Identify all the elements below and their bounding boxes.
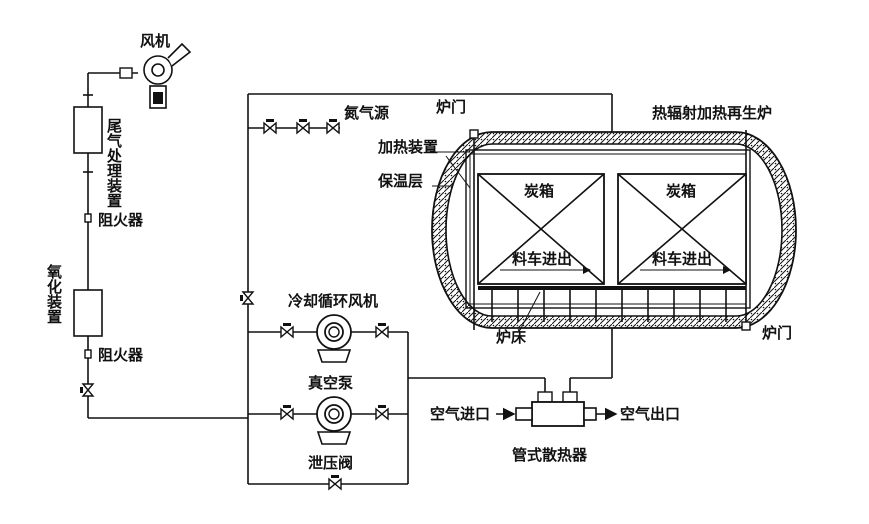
- cooling-fan-label: 冷却循环风机: [288, 292, 378, 310]
- furnace-door-top-icon: [469, 129, 479, 139]
- cart-left-label: 料车进出: [512, 250, 572, 268]
- flame-arrester-top-label: 阻火器: [98, 211, 144, 229]
- left-chain: [73, 67, 248, 419]
- flame-arrester-bottom-label: 阻火器: [98, 346, 144, 364]
- furnace-bed-legs: [491, 290, 727, 322]
- heat-exchanger-label: 管式散热器: [512, 446, 588, 464]
- furnace-door-bottom-icon: [741, 321, 751, 331]
- furnace-bed: [478, 286, 746, 290]
- vacuum-pump-icon: [316, 396, 352, 445]
- vacuum-pump-label: 真空泵: [308, 374, 353, 392]
- furnace-title: 热辐射加热再生炉: [652, 104, 772, 122]
- tail-gas-label: 尾气处理装置: [105, 118, 123, 208]
- cooling-fan-icon: [316, 314, 352, 363]
- fan-inlet-valve-icon: [119, 67, 133, 79]
- air-in-label: 空气进口: [430, 405, 490, 423]
- oxidation-box: [73, 289, 103, 337]
- furnace-door-top-label: 炉门: [436, 98, 466, 116]
- valve-icon: [79, 383, 94, 397]
- air-out-label: 空气出口: [620, 405, 680, 423]
- furnace-door-bottom-label: 炉门: [762, 324, 792, 342]
- oxidation-label: 氧化装置: [45, 263, 63, 324]
- flame-arrester-bottom-icon: [84, 349, 92, 359]
- carbon-box-left-label: 炭箱: [524, 182, 554, 200]
- tail-gas-box: [73, 106, 103, 154]
- heater-label: 加热装置: [377, 138, 438, 156]
- flame-arrester-top-icon: [84, 213, 92, 223]
- cart-right-label: 料车进出: [652, 250, 712, 268]
- fan-label: 风机: [140, 32, 170, 50]
- fan-icon: [143, 42, 192, 109]
- furnace: [430, 129, 797, 331]
- furnace-bed-label: 炉床: [496, 328, 527, 346]
- insulation-label: 保温层: [377, 172, 423, 190]
- heat-exchanger-icon: [496, 391, 618, 427]
- nitrogen-label: 氮气源: [344, 104, 389, 122]
- carbon-box-right-label: 炭箱: [666, 182, 696, 200]
- relief-valve-label: 泄压阀: [308, 454, 353, 472]
